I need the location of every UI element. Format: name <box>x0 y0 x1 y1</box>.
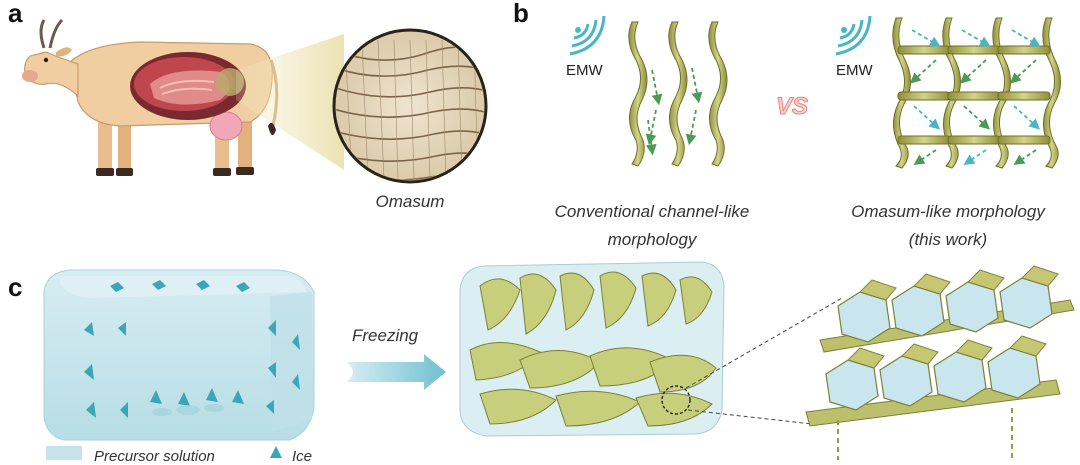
support-guides <box>837 408 1013 460</box>
freezing-label: Freezing <box>352 326 419 345</box>
frozen-scaffold-block <box>459 261 725 437</box>
omasum-caption: Omasum <box>375 192 445 211</box>
vs-text: VS <box>776 93 808 120</box>
legend-precursor-swatch <box>46 446 82 460</box>
freezing-arrow <box>346 354 446 390</box>
conventional-caption-line1: Conventional channel-like <box>554 202 750 221</box>
panel-label-a: a <box>8 0 23 28</box>
omasum-magnified-circle <box>332 28 488 184</box>
panel-label-b: b <box>513 0 529 28</box>
panel-label-c: c <box>8 272 23 302</box>
zoom-region-marker <box>661 385 691 415</box>
omasum-like-caption-line1: Omasum-like morphology <box>851 202 1045 221</box>
emw-wave-icon-right <box>835 15 872 56</box>
omasum-like-sheets <box>892 17 1061 169</box>
omasum-like-caption: Omasum-like morphology (this work) <box>826 198 1070 254</box>
conventional-emw-arrows <box>645 67 703 156</box>
cow-illustration <box>22 18 279 176</box>
legend-precursor-label: Precursor solution <box>94 448 215 465</box>
precursor-solution-block <box>43 269 315 441</box>
magnification-beam <box>236 34 344 170</box>
ice-shadows <box>152 404 224 416</box>
emw-wave-icon-left <box>569 15 606 56</box>
legend <box>46 446 282 460</box>
emw-label-right: EMW <box>836 62 873 79</box>
conventional-channel-sheets <box>628 21 728 167</box>
ice-crystals <box>84 280 300 418</box>
legend-ice-label: Ice <box>292 448 313 465</box>
legend-ice-marker <box>270 446 282 458</box>
omasum-like-caption-line2: (this work) <box>908 230 988 249</box>
conventional-caption-line2: morphology <box>607 230 697 249</box>
emw-label-left: EMW <box>566 62 603 79</box>
conventional-caption: Conventional channel-like morphology <box>520 198 784 254</box>
zoom-guide-lines <box>685 297 843 425</box>
omasum-emw-arrows <box>910 29 1041 165</box>
honeycomb-zoom-structure <box>805 265 1075 460</box>
